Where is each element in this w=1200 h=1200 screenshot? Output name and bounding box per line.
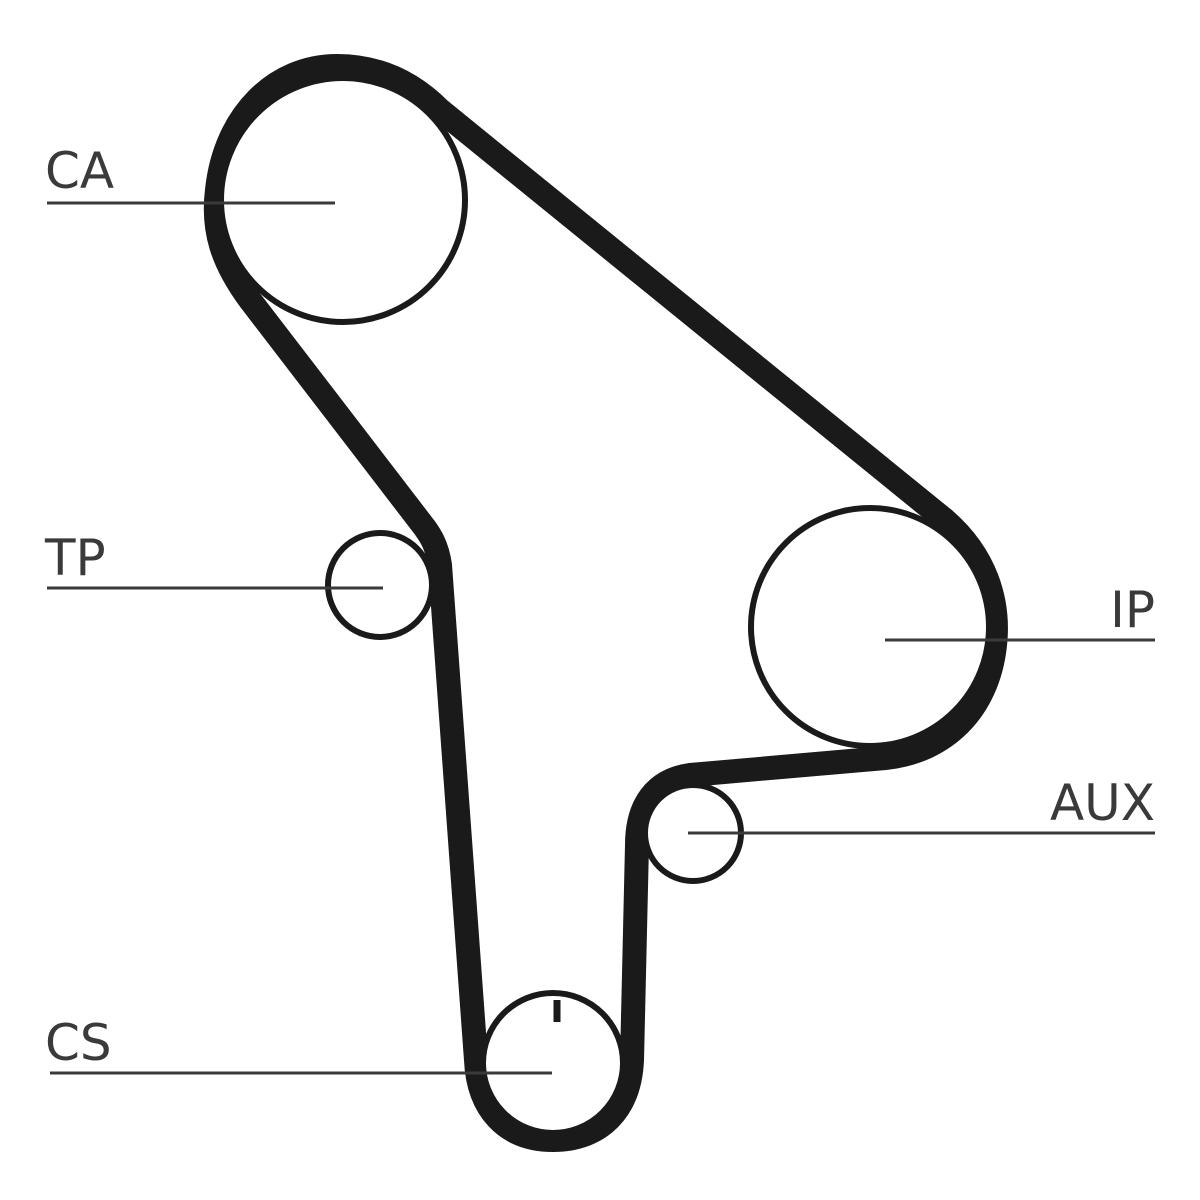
- injection-pump-label: IP: [1110, 581, 1155, 639]
- timing-belt: [203, 54, 1008, 1152]
- injection-pump-pulley: [748, 505, 992, 749]
- crankshaft-label: CS: [45, 1014, 112, 1072]
- crankshaft-pulley: [480, 990, 626, 1136]
- camshaft-label: CA: [45, 142, 114, 200]
- camshaft-pulley: [218, 75, 468, 325]
- tensioner-label: TP: [44, 529, 106, 587]
- tensioner-pulley: [325, 530, 435, 640]
- auxiliary-label: AUX: [1050, 774, 1155, 832]
